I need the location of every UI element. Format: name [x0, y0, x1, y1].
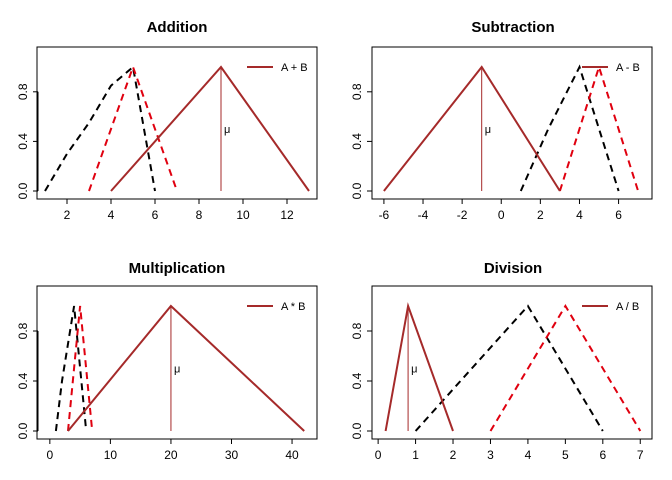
x-tick-label: 5 [562, 448, 569, 462]
chart-panel-4: Division 0 1 2 3 4 5 6 7 0.0 0.4 0.8 μ A / B [350, 260, 653, 462]
plot-box [371, 285, 653, 440]
y-tick-label: 0.0 [16, 422, 30, 439]
x-tick-label: 4 [576, 208, 583, 222]
x-tick-label: -6 [379, 208, 390, 222]
x-tick-label: 8 [196, 208, 203, 222]
x-tick-label: 4 [108, 208, 115, 222]
x-tick-label: 7 [637, 448, 644, 462]
y-tick-label: 0.4 [350, 133, 364, 150]
series-line-2 [558, 63, 640, 192]
x-tick-label: 0 [498, 208, 505, 222]
mu-label: μ [485, 124, 491, 136]
plot-box [36, 46, 318, 200]
x-tick-label: 6 [152, 208, 159, 222]
x-tick-label: 40 [285, 448, 299, 462]
legend-label: A / B [616, 301, 639, 313]
series-line-2 [489, 304, 642, 432]
chart-title: Subtraction [471, 19, 554, 36]
x-tick-label: 3 [487, 448, 494, 462]
series-line-1 [519, 64, 620, 192]
plot-box [371, 46, 653, 200]
chart-title: Addition [147, 19, 208, 36]
x-tick-label: 4 [525, 448, 532, 462]
x-tick-label: 0 [47, 448, 54, 462]
series-line-1 [44, 65, 156, 192]
mu-label: μ [411, 364, 417, 376]
x-tick-label: 2 [450, 448, 457, 462]
x-tick-label: 6 [615, 208, 622, 222]
x-tick-label: -4 [418, 208, 429, 222]
chart-title: Division [484, 260, 542, 277]
x-tick-label: 1 [412, 448, 419, 462]
y-tick-label: 0.0 [16, 182, 30, 199]
series-line-2 [88, 64, 178, 192]
x-tick-label: 0 [375, 448, 382, 462]
x-tick-label: 10 [104, 448, 118, 462]
y-tick-label: 0.8 [16, 322, 30, 339]
x-tick-label: 2 [64, 208, 71, 222]
legend-label: A + B [281, 62, 308, 74]
y-tick-label: 0.0 [350, 422, 364, 439]
x-tick-label: 2 [537, 208, 544, 222]
series-line-1 [414, 304, 604, 432]
mu-label: μ [224, 124, 230, 136]
x-tick-label: 30 [225, 448, 239, 462]
legend-label: A * B [281, 301, 305, 313]
chart-panel-3: Multiplication 0 10 20 30 40 0.0 0.4 0.8 μ A * B [16, 260, 318, 462]
series-line-3 [67, 304, 305, 432]
series-line-3 [384, 302, 454, 432]
x-tick-label: 6 [599, 448, 606, 462]
x-tick-label: 20 [164, 448, 178, 462]
y-tick-label: 0.8 [350, 322, 364, 339]
x-tick-label: 10 [236, 208, 250, 222]
x-tick-label: 12 [280, 208, 294, 222]
y-tick-label: 0.0 [350, 182, 364, 199]
mu-label: μ [174, 364, 180, 376]
series-line-1 [54, 305, 88, 432]
series-line-3 [383, 65, 561, 192]
y-tick-label: 0.4 [350, 372, 364, 389]
y-tick-label: 0.8 [350, 83, 364, 100]
legend-label: A - B [616, 62, 640, 74]
chart-panel-1: Addition 2 4 6 8 10 12 0.0 0.4 0.8 μ A + B [16, 19, 318, 222]
chart-panel-2: Subtraction -6 -4 -2 0 2 4 6 0.0 0.4 0.8 μ A - B [350, 19, 653, 222]
series-line-3 [110, 65, 310, 192]
chart-title: Multiplication [129, 260, 226, 277]
series-line-2 [67, 305, 94, 432]
y-tick-label: 0.4 [16, 133, 30, 150]
x-tick-label: -2 [457, 208, 468, 222]
y-tick-label: 0.8 [16, 83, 30, 100]
y-tick-label: 0.4 [16, 372, 30, 389]
